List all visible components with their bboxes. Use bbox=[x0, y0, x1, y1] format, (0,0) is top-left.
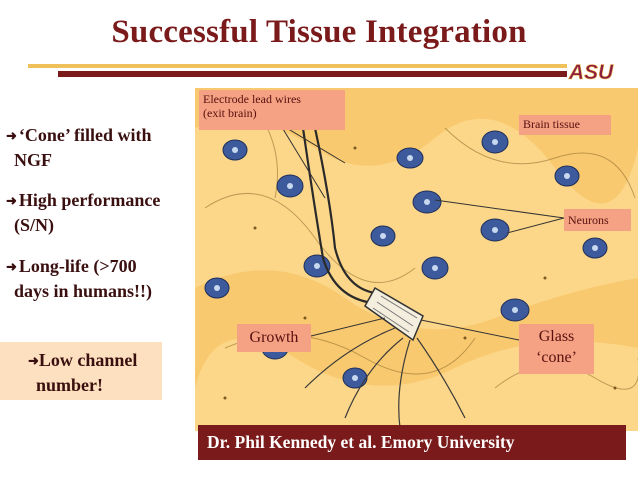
label-glass-cone: Glass ‘cone’ bbox=[519, 324, 594, 374]
slide-title: Successful Tissue Integration bbox=[111, 14, 527, 50]
bullet-arrow-icon: ➜ bbox=[6, 128, 17, 143]
bullet-long-life: ➜Long-life (>700 days in humans!!) bbox=[6, 256, 153, 301]
label-neurons: Neurons bbox=[564, 209, 631, 231]
callout-box bbox=[0, 342, 162, 400]
bullet-arrow-icon: ➜ bbox=[28, 353, 39, 368]
title-underline-gold bbox=[28, 64, 568, 68]
asu-logo-text: ASU bbox=[568, 61, 614, 82]
bullet-cone-ngf: ➜‘Cone’ filled with NGF bbox=[6, 125, 152, 170]
label-brain-tissue: Brain tissue bbox=[519, 115, 611, 135]
bullet-arrow-icon: ➜ bbox=[6, 193, 17, 208]
callout-low-channel: ➜Low channel number! bbox=[28, 350, 138, 395]
label-electrode-lead-wires: Electrode lead wires (exit brain) bbox=[199, 90, 345, 130]
bullet-arrow-icon: ➜ bbox=[6, 259, 17, 274]
footer-credit: Dr. Phil Kennedy et al. Emory University bbox=[198, 425, 626, 460]
title-underline-maroon bbox=[58, 71, 570, 77]
bullet-high-performance: ➜High performance (S/N) bbox=[6, 190, 161, 235]
asu-logo: ASU bbox=[567, 60, 615, 82]
glass-cone-icon bbox=[364, 286, 424, 342]
label-growth: Growth bbox=[237, 324, 311, 352]
tissue-illustration bbox=[195, 88, 638, 431]
